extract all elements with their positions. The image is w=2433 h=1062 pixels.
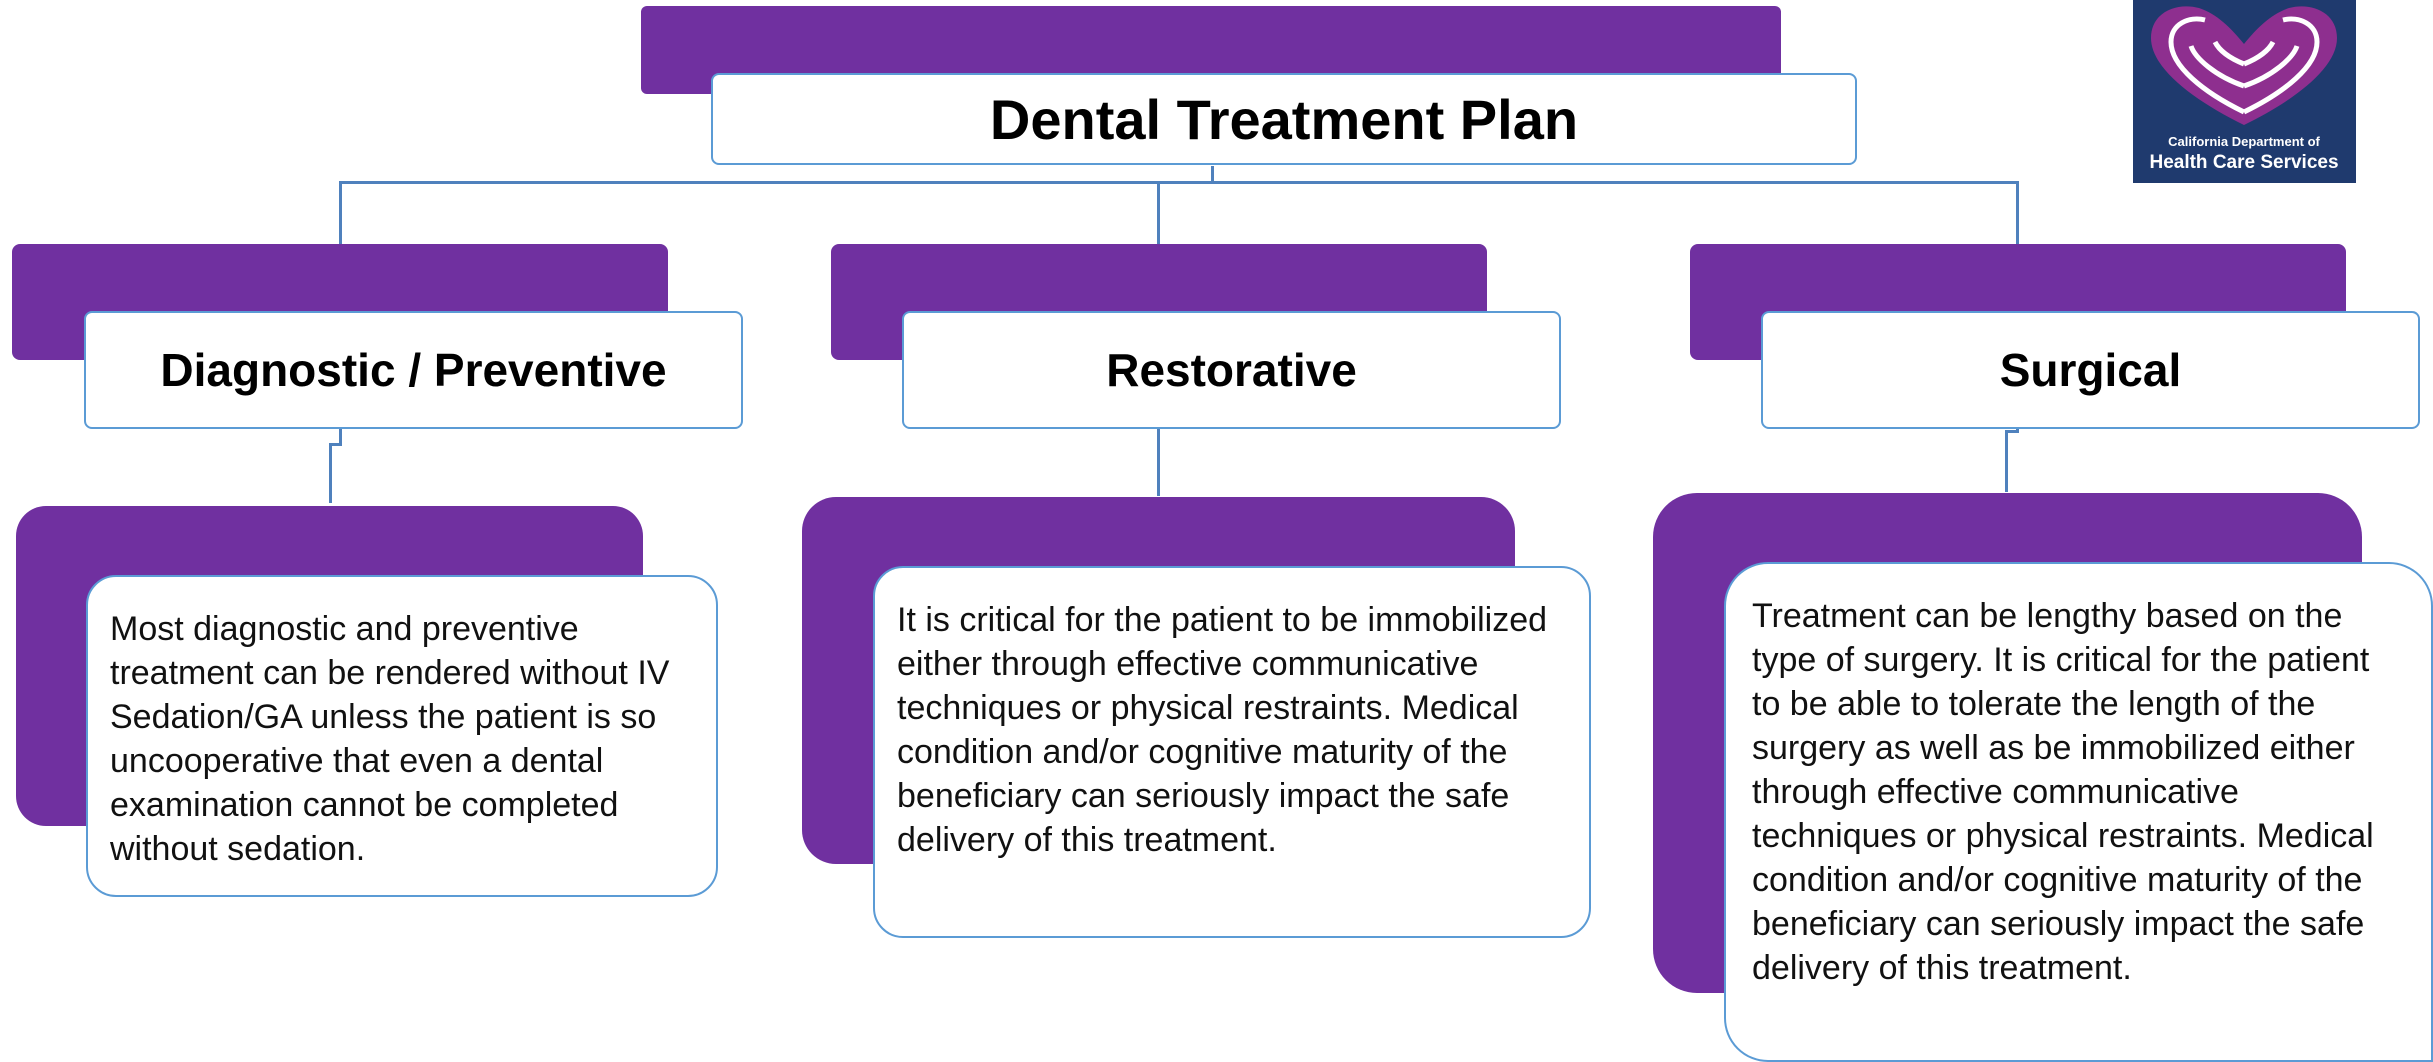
leaf-card-restorative: It is critical for the patient to be imm… — [873, 566, 1591, 938]
leaf-text-diagnostic: Most diagnostic and preventive treatment… — [110, 610, 670, 868]
leaf-card-diagnostic: Most diagnostic and preventive treatment… — [86, 575, 718, 897]
connector-branch-2 — [1157, 181, 1160, 245]
branch-title-surgical: Surgical — [1999, 344, 2182, 396]
branch-node-surgical: Surgical — [1761, 311, 2420, 429]
heart-hands-logo-icon: California Department of Health Care Ser… — [2133, 0, 2356, 183]
branch-node-restorative: Restorative — [902, 311, 1561, 429]
connector-leaf-1c — [329, 443, 332, 503]
connector-leaf-3b — [2005, 430, 2019, 433]
leaf-text-restorative: It is critical for the patient to be imm… — [897, 601, 1548, 859]
root-node: Dental Treatment Plan — [711, 73, 1857, 165]
branch-node-diagnostic: Diagnostic / Preventive — [84, 311, 743, 429]
connector-leaf-2 — [1157, 428, 1160, 496]
connector-branch-1 — [339, 181, 342, 245]
leaf-card-surgical: Treatment can be lengthy based on the ty… — [1724, 562, 2433, 1062]
root-title: Dental Treatment Plan — [989, 87, 1579, 151]
connector-leaf-1a — [339, 428, 342, 445]
connector-branch-3 — [2016, 181, 2019, 245]
logo-line2: Health Care Services — [2149, 152, 2338, 173]
branch-title-diagnostic: Diagnostic / Preventive — [160, 344, 667, 396]
leaf-text-surgical: Treatment can be lengthy based on the ty… — [1752, 597, 2374, 987]
connector-leaf-3c — [2005, 430, 2008, 492]
connector-horizontal — [339, 181, 2019, 184]
dhcs-logo: California Department of Health Care Ser… — [2133, 0, 2356, 183]
branch-title-restorative: Restorative — [1106, 344, 1357, 396]
logo-line1: California Department of — [2168, 134, 2320, 149]
connector-leaf-1b — [329, 443, 342, 446]
connector-root-down — [1211, 166, 1214, 183]
